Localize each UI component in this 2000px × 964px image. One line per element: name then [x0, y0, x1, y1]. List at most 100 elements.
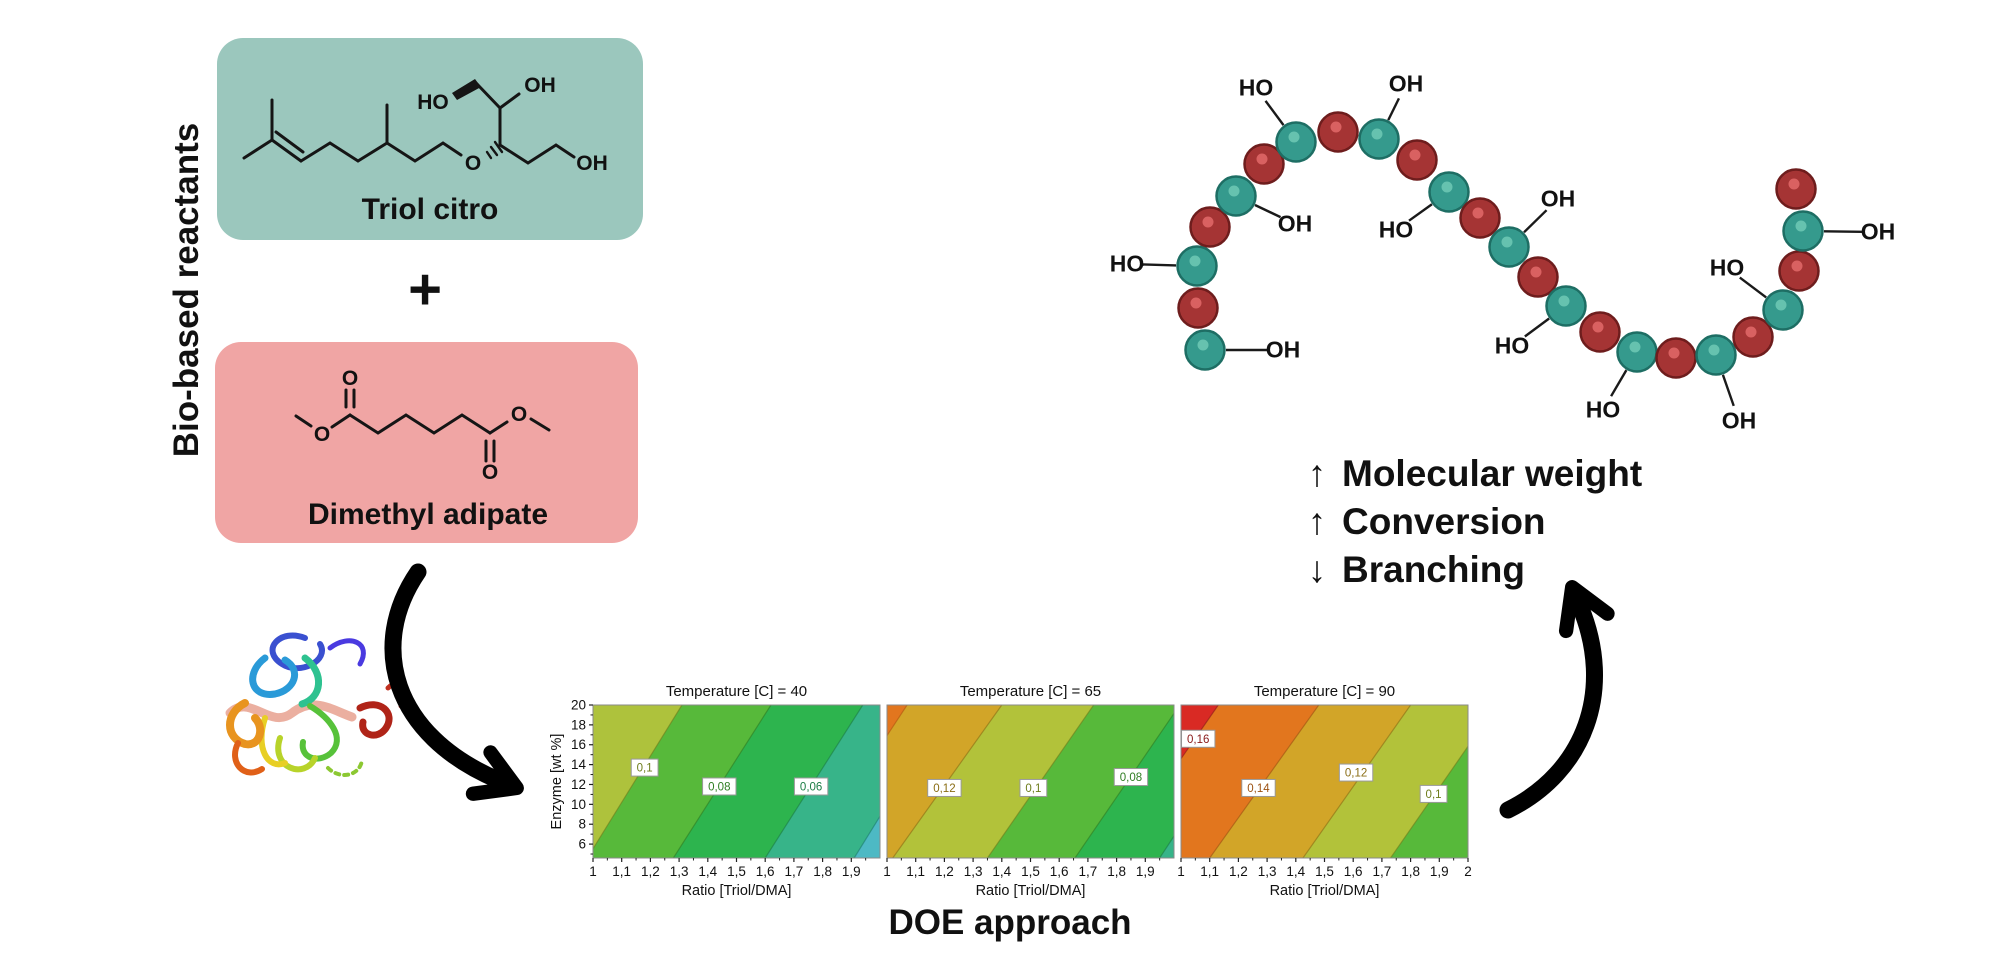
x-tick-label: 1,1 — [906, 864, 925, 879]
dma-bonds — [294, 388, 551, 463]
sphere-highlight — [1795, 220, 1807, 232]
doe-caption: DOE approach — [888, 903, 1132, 942]
x-tick-label: 1,4 — [698, 864, 717, 879]
x-axis-label: Ratio [Triol/DMA] — [1270, 883, 1380, 899]
x-tick-label: 1 — [589, 864, 597, 879]
contour-line — [1390, 745, 1468, 858]
contour-label-box — [1338, 763, 1374, 782]
bio-based-reactants-label: Bio-based reactants — [167, 122, 206, 458]
sphere-highlight — [1592, 321, 1604, 333]
contour-label: 0,16 — [1187, 734, 1209, 746]
sphere-highlight — [1288, 131, 1300, 143]
hydroxyl-bond — [1610, 369, 1628, 397]
atom-label: OH — [576, 152, 608, 175]
sphere-highlight — [1228, 185, 1240, 197]
sphere-highlight — [1202, 216, 1214, 228]
hydroxyl-bond — [1524, 317, 1550, 338]
x-axis-label: Ratio [Triol/DMA] — [682, 883, 792, 899]
x-tick-label: 1,8 — [813, 864, 832, 879]
contour-label-box — [630, 758, 659, 777]
hydroxyl-label: HO — [1379, 217, 1414, 243]
contour-label: 0,08 — [708, 781, 730, 793]
contour-band — [593, 705, 682, 858]
sphere-highlight — [1791, 260, 1803, 272]
y-axis-label: Enzyme [wt %] — [549, 734, 565, 830]
hydroxyl-bond — [1721, 374, 1735, 407]
plot-title: Temperature [C] = 65 — [960, 683, 1101, 700]
contour-label: 0,1 — [637, 763, 653, 775]
outcome-label: Branching — [1342, 549, 1525, 590]
dimethyl-adipate-structure: O O O O Dimethyl adipate — [294, 367, 551, 531]
hydroxyl-label: OH — [1861, 219, 1896, 245]
sphere-highlight — [1668, 347, 1680, 359]
outcome-label: Conversion — [1342, 501, 1546, 542]
x-tick-label: 1,9 — [842, 864, 861, 879]
contour-label-box — [1181, 729, 1216, 748]
x-tick-label: 1,2 — [935, 864, 954, 879]
outcome-label: Molecular weight — [1342, 453, 1643, 494]
y-tick-label: 10 — [571, 797, 586, 812]
hydroxyl-bond — [1142, 263, 1177, 267]
y-tick-label: 18 — [571, 717, 586, 732]
outcome-conversion: ↑ Conversion — [1300, 498, 1642, 546]
atom-label: O — [342, 367, 358, 390]
contour-label: 0,08 — [1120, 772, 1142, 784]
contour-line — [887, 705, 908, 737]
contour-label-box — [702, 777, 737, 796]
x-tick-label: 1,1 — [612, 864, 631, 879]
hydroxyl-label: OH — [1278, 211, 1313, 237]
x-tick-label: 1,3 — [964, 864, 983, 879]
atom-label: OH — [524, 74, 556, 97]
sphere-highlight — [1197, 339, 1209, 351]
x-axis-label: Ratio [Triol/DMA] — [976, 883, 1086, 899]
sphere-highlight — [1441, 181, 1453, 193]
contour-band — [887, 705, 908, 858]
outcome-molecular-weight: ↑ Molecular weight — [1300, 450, 1642, 498]
hydroxyl-bond — [1408, 203, 1433, 222]
y-tick-label: 14 — [571, 757, 587, 772]
x-tick-label: 1 — [883, 864, 891, 879]
x-tick-label: 1,6 — [756, 864, 775, 879]
sphere-highlight — [1330, 121, 1342, 133]
hydroxyl-bond — [1523, 209, 1548, 234]
atom-label: O — [314, 423, 330, 446]
hydroxyl-label: HO — [1710, 255, 1745, 281]
hydroxyl-bond — [1739, 276, 1767, 299]
plus-sign: + — [408, 257, 442, 322]
hydroxyl-label: HO — [1495, 333, 1530, 359]
plot-title: Temperature [C] = 40 — [666, 683, 807, 700]
x-tick-label: 1,8 — [1401, 864, 1420, 879]
sphere-highlight — [1708, 344, 1720, 356]
contour-label: 0,12 — [933, 783, 955, 795]
sphere-highlight — [1745, 326, 1757, 338]
sphere-highlight — [1472, 207, 1484, 219]
outcome-branching: ↓ Branching — [1300, 546, 1642, 594]
atom-label: O — [511, 403, 527, 426]
x-tick-label: 2 — [1464, 864, 1472, 879]
x-tick-label: 1,2 — [1229, 864, 1248, 879]
sphere-highlight — [1558, 295, 1570, 307]
bold-wedge-bond — [452, 79, 481, 100]
contour-label: 0,12 — [1345, 768, 1367, 780]
hydroxyl-label: OH — [1722, 408, 1757, 434]
up-arrow-icon: ↑ — [1307, 501, 1327, 542]
sphere-highlight — [1629, 341, 1641, 353]
x-tick-label: 1 — [1177, 864, 1185, 879]
x-tick-label: 1,8 — [1107, 864, 1126, 879]
contour-label-box — [1019, 778, 1048, 797]
x-tick-label: 1,4 — [1286, 864, 1305, 879]
triol-bonds — [242, 79, 576, 165]
x-tick-label: 1,9 — [1136, 864, 1155, 879]
x-tick-label: 1,4 — [992, 864, 1011, 879]
contour-label: 0,06 — [800, 781, 822, 793]
contour-line — [593, 705, 683, 850]
contour-label: 0,14 — [1247, 783, 1270, 795]
hydroxyl-bond — [1264, 100, 1285, 126]
x-tick-label: 1,1 — [1200, 864, 1219, 879]
contour-label-box — [793, 777, 829, 796]
y-tick-label: 8 — [578, 817, 586, 832]
sphere-highlight — [1788, 178, 1800, 190]
